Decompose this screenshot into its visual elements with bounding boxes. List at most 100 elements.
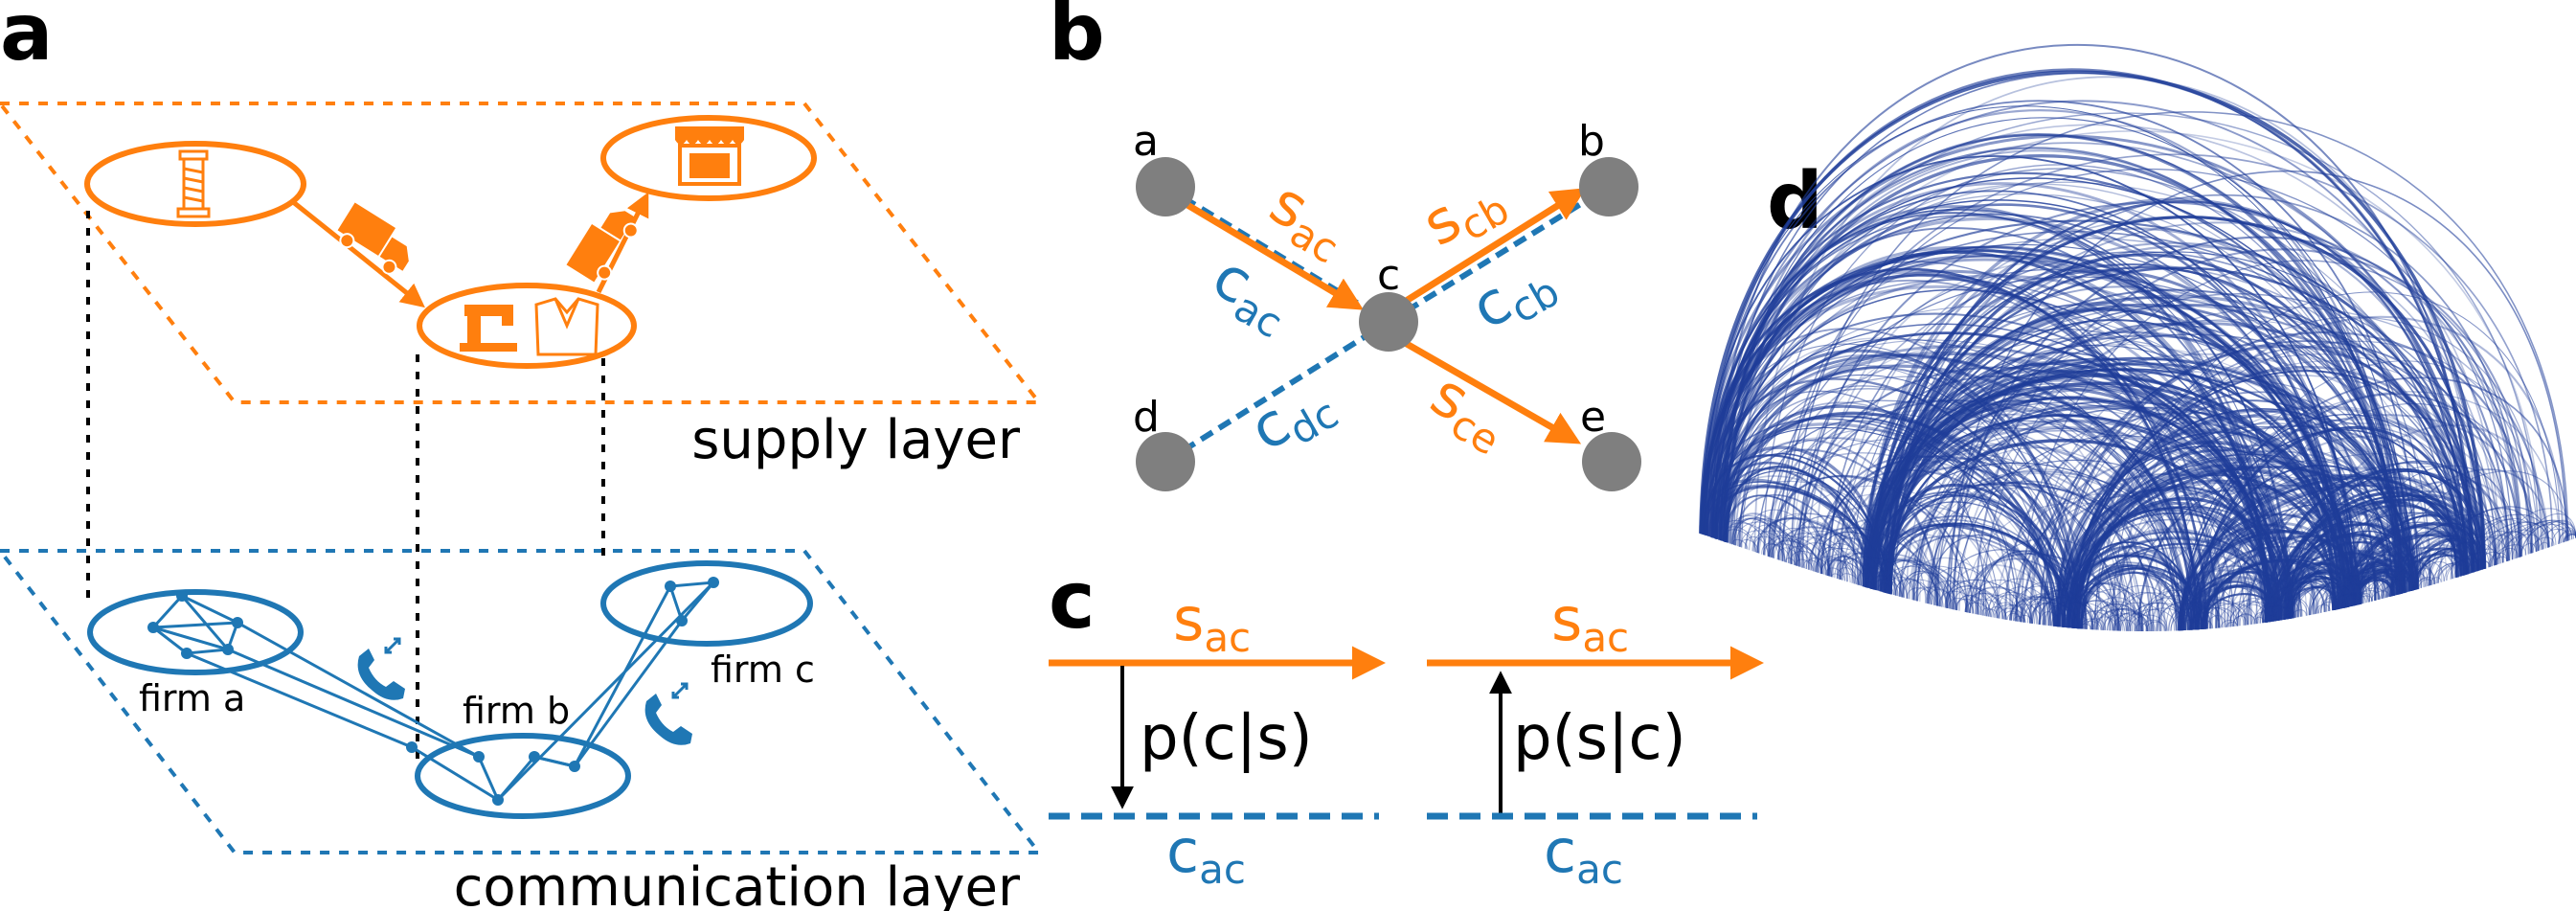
network-arc xyxy=(2078,623,2092,630)
network-arc xyxy=(2180,581,2276,631)
network-arc xyxy=(1701,279,2208,629)
network-arc xyxy=(2429,577,2442,586)
network-arc xyxy=(2226,621,2238,627)
network-arc xyxy=(2536,519,2576,552)
firm-label: firm a xyxy=(139,677,245,719)
network-arc xyxy=(1776,547,1802,568)
network-arc xyxy=(2001,604,2031,624)
network-arc xyxy=(2354,553,2429,605)
network-arc xyxy=(2189,611,2221,630)
network-arc xyxy=(2430,562,2468,585)
network-arc xyxy=(2270,585,2334,623)
network-arc xyxy=(2239,596,2293,626)
network-arc xyxy=(2020,598,2073,628)
network-arc xyxy=(2080,618,2103,630)
network-arc xyxy=(2340,569,2396,609)
network-arc xyxy=(2157,587,2220,631)
network-arc xyxy=(1720,416,2064,627)
network-arc xyxy=(2511,524,2569,560)
network-arc xyxy=(1723,522,1780,560)
network-arc xyxy=(1902,579,1949,608)
network-arc xyxy=(1840,573,1861,586)
network-arc xyxy=(1865,386,2274,622)
network-arc xyxy=(1955,595,1987,617)
network-arc xyxy=(2416,561,2453,590)
network-arc xyxy=(1831,573,1842,581)
network-arc xyxy=(2466,518,2532,575)
network-arc xyxy=(2233,604,2269,626)
network-arc xyxy=(1790,111,2569,564)
network-arc xyxy=(2273,606,2296,622)
network-arc xyxy=(2113,591,2176,631)
network-arc xyxy=(1901,571,1951,609)
network-arc xyxy=(1842,556,1916,601)
network-arc xyxy=(1965,592,2007,620)
network-arc xyxy=(2196,475,2458,630)
network-arc xyxy=(2371,577,2403,602)
network-arc xyxy=(1752,535,1784,562)
network-arc xyxy=(2237,579,2303,626)
network-arc xyxy=(1988,606,2007,620)
network-arc xyxy=(2414,547,2474,590)
network-arc xyxy=(2446,558,2479,581)
network-arc xyxy=(2050,602,2114,631)
network-arc xyxy=(2234,613,2255,626)
network-arc xyxy=(1864,581,1875,590)
network-arc xyxy=(2263,596,2311,624)
network-arc xyxy=(2467,548,2501,575)
network-arc xyxy=(1814,556,1855,584)
network-arc xyxy=(2056,380,2414,627)
network-arc xyxy=(2022,603,2067,627)
network-arc xyxy=(2080,450,2419,629)
network-arc xyxy=(2062,614,2091,630)
network-arc xyxy=(1722,526,1757,553)
network-arc xyxy=(1871,575,1909,599)
network-arc xyxy=(1916,586,1957,611)
network-arc xyxy=(2253,616,2265,625)
network-arc xyxy=(1956,594,1989,617)
network-arc xyxy=(2139,595,2212,631)
network-arc xyxy=(1869,570,1915,601)
network-arc xyxy=(1979,537,2132,631)
network-arc xyxy=(2170,614,2197,631)
network-arc xyxy=(2520,521,2573,558)
network-arc xyxy=(1715,219,2483,570)
network-arc xyxy=(1887,266,2404,594)
network-arc xyxy=(2273,575,2346,622)
network-arc xyxy=(1805,558,1832,578)
network-arc xyxy=(1939,580,1991,617)
network-arc xyxy=(2107,602,2168,631)
network-arc xyxy=(1817,543,1875,590)
phone-icon xyxy=(644,682,692,745)
communication-firm-c xyxy=(600,560,813,647)
network-arc xyxy=(1719,520,1769,557)
node-a xyxy=(1136,157,1195,216)
network-arc xyxy=(1730,512,1793,564)
panel-letter-b: b xyxy=(1049,0,1105,79)
network-arc xyxy=(1822,554,1864,587)
network-arc xyxy=(1994,604,2031,624)
network-arc xyxy=(1895,578,1929,604)
network-arc xyxy=(1883,221,2520,593)
network-arc xyxy=(2072,482,2347,628)
network-arc xyxy=(1880,558,1939,606)
network-arc xyxy=(1964,602,1992,618)
network-arc xyxy=(2360,577,2407,604)
supply-layer-label: supply layer xyxy=(691,409,1021,471)
network-arc xyxy=(1925,581,1992,618)
network-arc xyxy=(1700,134,2472,574)
network-arc xyxy=(1955,598,1983,616)
network-arc xyxy=(2319,597,2342,613)
network-arc xyxy=(2387,566,2427,598)
network-arc xyxy=(1884,565,1958,611)
network-arc xyxy=(2023,593,2093,630)
network-arc xyxy=(1826,559,1857,584)
network-arc xyxy=(2404,567,2436,593)
network-arc xyxy=(1820,558,1851,583)
network-arc xyxy=(1723,117,2409,592)
network-arc xyxy=(2356,593,2373,605)
network-arc xyxy=(1700,155,2355,606)
network-arc xyxy=(2425,541,2497,587)
network-arc xyxy=(2113,611,2154,631)
network-arc xyxy=(2519,542,2537,558)
